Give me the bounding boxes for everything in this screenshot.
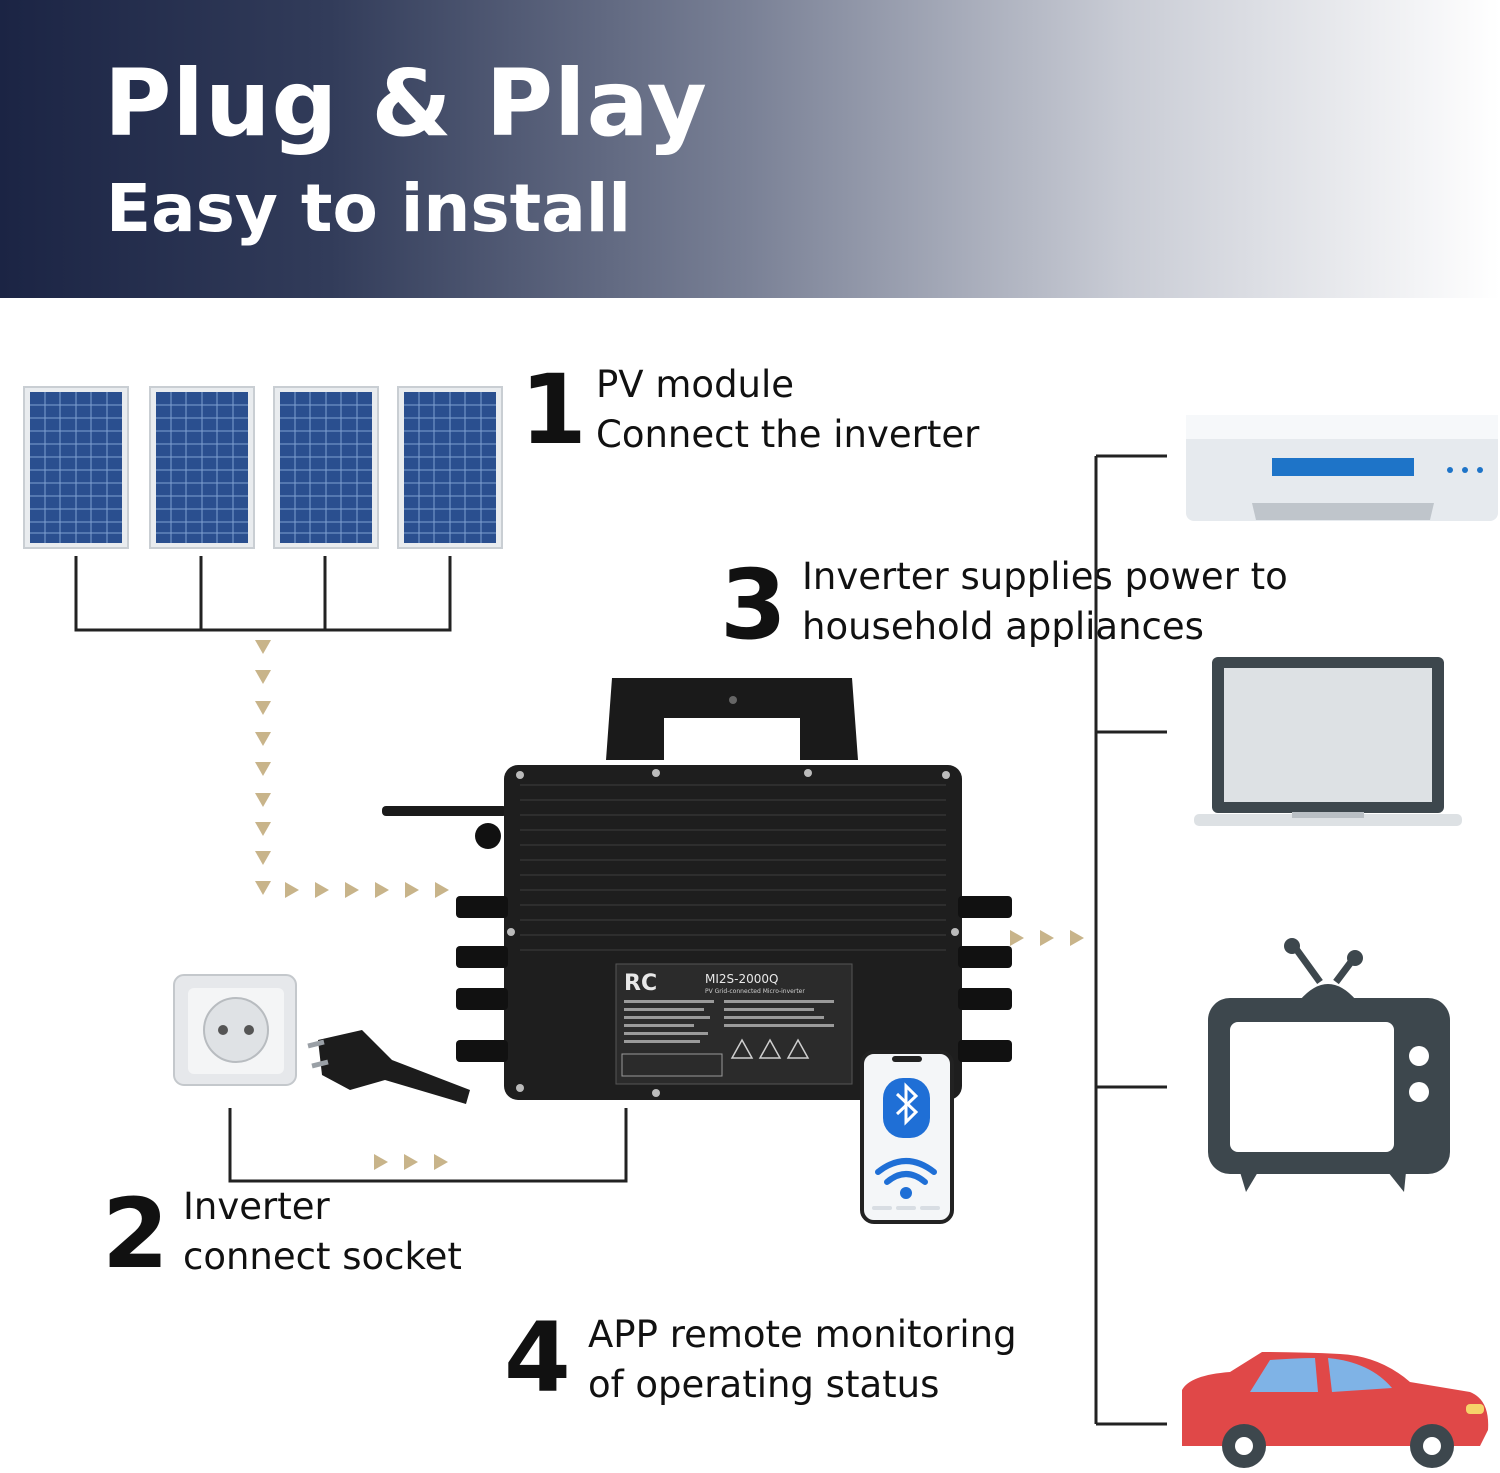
solar-panel-icon	[149, 386, 255, 549]
socket-wiring	[228, 1108, 628, 1183]
panel-wiring	[74, 556, 452, 632]
solar-panel-icon	[273, 386, 379, 549]
appliance-wiring	[1094, 454, 1167, 1426]
step-1-text: PV module Connect the inverter	[596, 360, 979, 460]
step-1-number: 1	[520, 354, 587, 466]
step-2-text: Inverter connect socket	[183, 1182, 462, 1282]
diagram-graphics: RC MI2S-2000Q PV Grid-connected Micro-in…	[74, 415, 1498, 1468]
step-2-number: 2	[102, 1178, 169, 1290]
inverter-icon: RC MI2S-2000Q PV Grid-connected Micro-in…	[382, 678, 1012, 1100]
flow-arrows-socket	[374, 1154, 448, 1170]
step-3-text: Inverter supplies power to household app…	[802, 552, 1288, 652]
step-2-line1: Inverter	[183, 1185, 330, 1228]
socket-icon	[173, 974, 297, 1086]
wifi-icon	[875, 1158, 937, 1199]
step-1-line2: Connect the inverter	[596, 413, 980, 456]
air-conditioner-icon	[1186, 415, 1498, 521]
inverter-model: MI2S-2000Q	[705, 972, 778, 986]
inverter-description: PV Grid-connected Micro-inverter	[705, 988, 805, 995]
plug-icon	[307, 1030, 470, 1104]
bluetooth-icon	[883, 1078, 930, 1138]
step-2-line2: connect socket	[183, 1235, 462, 1278]
step-4-line2: of operating status	[588, 1363, 940, 1406]
car-icon	[1182, 1352, 1489, 1468]
step-4-text: APP remote monitoring of operating statu…	[588, 1310, 1017, 1410]
step-4-line1: APP remote monitoring	[588, 1313, 1017, 1356]
step-1-line1: PV module	[596, 363, 795, 406]
tv-icon	[1208, 938, 1450, 1192]
step-3-number: 3	[720, 549, 787, 661]
solar-panel-icon	[397, 386, 503, 549]
page-subtitle: Easy to install	[106, 170, 632, 247]
header-banner: Plug & Play Easy to install	[0, 0, 1500, 298]
step-4-number: 4	[504, 1302, 571, 1414]
phone-icon	[860, 1050, 954, 1224]
step-3-line1: Inverter supplies power to	[802, 555, 1288, 598]
flow-arrows-output	[1010, 930, 1084, 946]
flow-arrows-pv	[255, 640, 449, 898]
laptop-icon	[1194, 657, 1462, 826]
page-title: Plug & Play	[104, 50, 708, 157]
step-3-line2: household appliances	[802, 605, 1204, 648]
inverter-brand: RC	[624, 971, 657, 996]
solar-panel-icon	[23, 386, 129, 549]
